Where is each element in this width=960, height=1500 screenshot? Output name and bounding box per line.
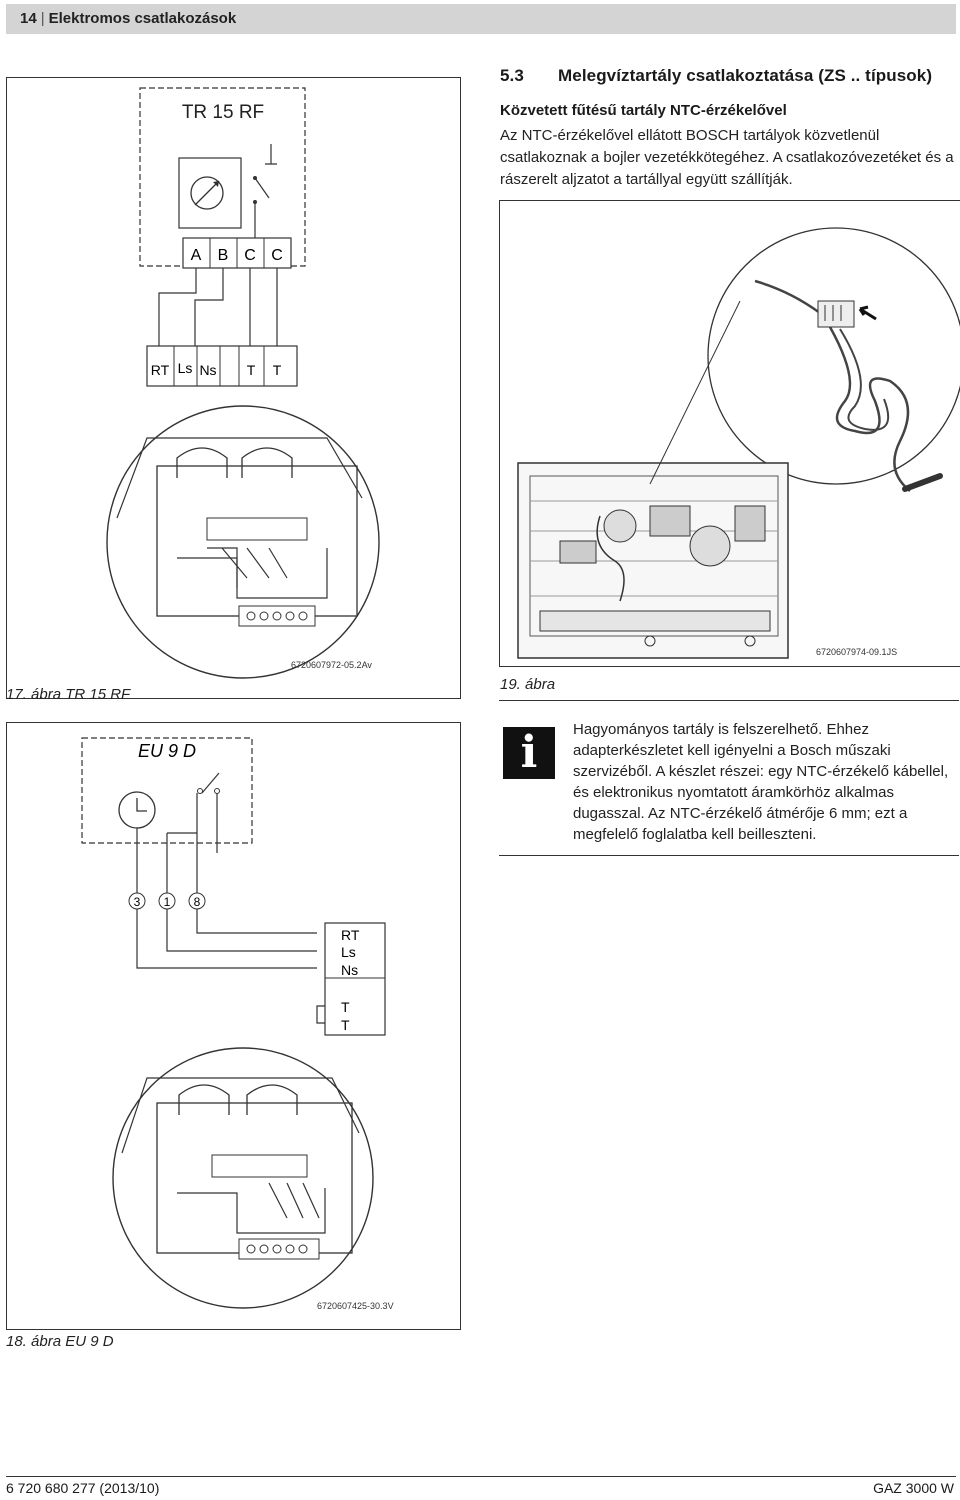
- device-label-eu9d: EU 9 D: [138, 741, 196, 761]
- figure-19-caption: 19. ábra: [500, 676, 556, 693]
- figure-17-caption: 17. ábra TR 15 RF: [6, 686, 131, 703]
- figure-19-diagram: 6720607974-09.1JS: [517, 227, 960, 659]
- terminal-t1-v-label: T: [341, 999, 350, 1015]
- terminal-t2-v-label: T: [341, 1017, 350, 1033]
- section-title: 5.3 Melegvíztartály csatlakoztatása (ZS .…: [500, 66, 932, 86]
- figure-17-code: 6720607972-05.2Av: [291, 660, 372, 670]
- wire-a: [158, 268, 197, 346]
- terminal-ns-label: Ns: [199, 362, 216, 378]
- info-rule-top: [499, 700, 959, 701]
- figure-17-frame: TR 15 RF A B C C RT Ls Ns T: [6, 77, 461, 699]
- internal-cable: [596, 515, 625, 602]
- figure-17-diagram: TR 15 RF A B C C RT Ls Ns T: [106, 87, 380, 679]
- arrow-icon: [858, 305, 877, 321]
- connector-detail-circle-18: [112, 1047, 374, 1309]
- wire-1: [166, 909, 317, 952]
- thermostat-dial-box: [178, 157, 242, 229]
- info-note-text: Hagyományos tartály is felszerelhető. Eh…: [573, 721, 949, 843]
- figure-18-code: 6720607425-30.3V: [317, 1301, 394, 1311]
- wire-8: [196, 909, 317, 934]
- figure-18-diagram: EU 9 D 3 1 8 RT Ls Ns T T: [81, 737, 394, 1311]
- footer-rule: [6, 1476, 956, 1477]
- terminal-rt-label: RT: [151, 362, 170, 378]
- device-label-tr15rf: TR 15 RF: [182, 102, 264, 123]
- footer-doc-number: 6 720 680 277 (2013/10): [6, 1480, 160, 1496]
- header-separator: |: [40, 10, 45, 27]
- connector-detail-circle: [106, 405, 380, 679]
- connector-plug: [238, 605, 316, 627]
- connector-plug-18: [238, 1238, 320, 1260]
- detail-leader-line: [649, 300, 741, 485]
- terminal-a-label: A: [191, 247, 202, 264]
- terminal-rt-v-label: RT: [341, 927, 360, 943]
- thermostat-dial-icon: [190, 176, 224, 210]
- terminal-c1-label: C: [244, 247, 256, 264]
- page-header: 14|Elektromos csatlakozások: [6, 4, 956, 34]
- switch-contact-icon: [197, 788, 203, 794]
- info-rule-bottom: [499, 855, 959, 856]
- terminal-strip-rt-ls-ns-t-t: [146, 345, 298, 387]
- gas-valve-icon: [689, 525, 731, 567]
- terminal-strip-vertical: [324, 922, 386, 1036]
- terminal-c2-label: C: [271, 247, 283, 264]
- section-title-text: Melegvíztartály csatlakoztatása (ZS .. t…: [558, 66, 933, 85]
- footer-product: GAZ 3000 W: [873, 1480, 954, 1496]
- sensor-plug-icon: [817, 300, 855, 328]
- section-body: Az NTC-érzékelővel ellátott BOSCH tartál…: [500, 127, 954, 188]
- sensor-cable: [828, 326, 911, 492]
- chapter-title: Elektromos csatlakozások: [48, 10, 237, 27]
- section-subtitle: Közvetett fűtésű tartály NTC-érzékelővel: [500, 102, 787, 119]
- cable-detail-circle: [707, 227, 960, 485]
- terminal-ls-v-label: Ls: [341, 944, 356, 960]
- terminal-ns-v-label: Ns: [341, 962, 358, 978]
- terminal-t2-label: T: [273, 362, 282, 378]
- header-title: 14|Elektromos csatlakozások: [20, 10, 236, 27]
- info-icon: i: [503, 727, 555, 779]
- figure-18-caption: 18. ábra EU 9 D: [6, 1333, 114, 1350]
- terminal-ls-label: Ls: [178, 360, 193, 376]
- page-number: 14: [20, 10, 37, 27]
- pump-icon: [603, 509, 637, 543]
- terminal-b-label: B: [218, 247, 229, 264]
- wire-b: [194, 268, 224, 346]
- terminal-8-label: 8: [194, 895, 201, 909]
- section-number: 5.3: [500, 66, 524, 85]
- wire-3: [136, 909, 317, 969]
- terminal-t1-label: T: [247, 362, 256, 378]
- figure-19-frame: 6720607974-09.1JS: [499, 200, 960, 667]
- terminal-1-label: 1: [164, 895, 171, 909]
- figure-18-frame: EU 9 D 3 1 8 RT Ls Ns T T: [6, 722, 461, 1330]
- switch-contact-upper: [265, 144, 277, 165]
- ntc-sensor-probe: [902, 473, 943, 492]
- terminal-3-label: 3: [134, 895, 141, 909]
- figure-19-code: 6720607974-09.1JS: [816, 647, 897, 657]
